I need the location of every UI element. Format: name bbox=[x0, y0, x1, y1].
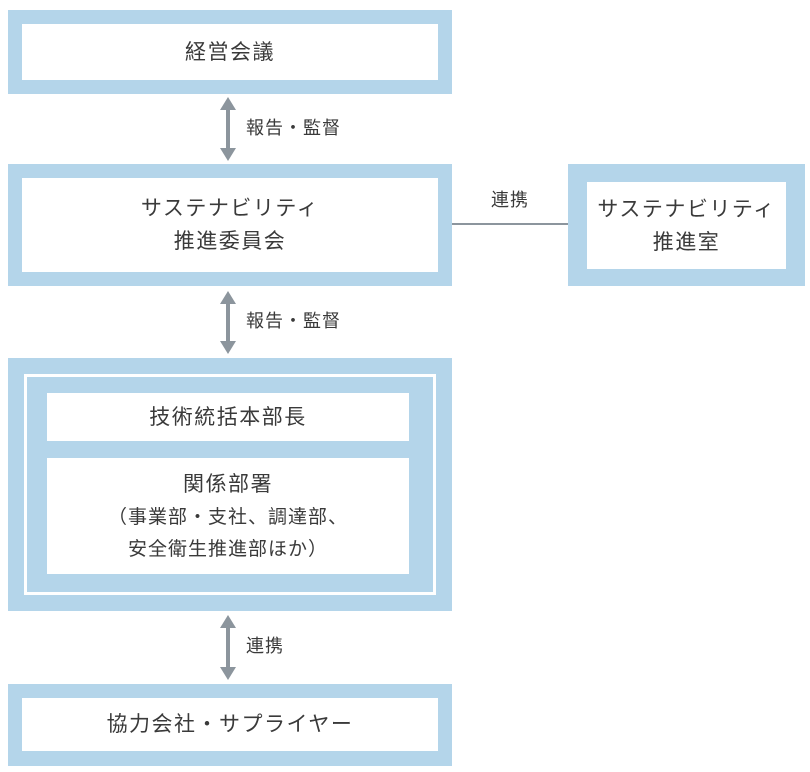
node-sustainability-committee-line1: サステナビリティ bbox=[140, 196, 320, 220]
node-sustainability-committee: サステナビリティ 推進委員会 bbox=[8, 164, 452, 286]
connector-label-report-supervision-2: 報告・監督 bbox=[246, 311, 341, 332]
arrow-shaft bbox=[226, 110, 230, 148]
division-group-frame bbox=[24, 374, 436, 595]
arrow-head-down bbox=[220, 148, 236, 161]
node-related-departments-title: 関係部署 bbox=[183, 471, 273, 496]
node-sustainability-office-line1: サステナビリティ bbox=[597, 196, 776, 221]
node-related-departments-detail1: （事業部・支社、調達部、 bbox=[107, 505, 348, 528]
node-management-meeting-label: 経営会議 bbox=[185, 39, 275, 64]
node-sustainability-committee-inner: サステナビリティ 推進委員会 bbox=[22, 178, 438, 272]
node-management-meeting-inner: 経営会議 bbox=[22, 24, 438, 80]
node-sustainability-office-inner: サステナビリティ 推進室 bbox=[587, 182, 786, 269]
connector-label-cooperation-horizontal: 連携 bbox=[491, 190, 529, 211]
arrow-head-up bbox=[220, 615, 236, 628]
node-technology-general-manager: 技術統括本部長 bbox=[47, 393, 409, 441]
arrow-shaft bbox=[226, 304, 230, 341]
arrow-shaft bbox=[226, 628, 230, 667]
node-sustainability-committee-line2: 推進委員会 bbox=[173, 229, 287, 253]
horizontal-connector-line bbox=[452, 223, 568, 225]
arrow-head-down bbox=[220, 667, 236, 680]
node-technology-general-manager-label: 技術統括本部長 bbox=[149, 404, 307, 429]
node-technology-division-group: 技術統括本部長 関係部署 （事業部・支社、調達部、 安全衛生推進部ほか） bbox=[8, 358, 452, 611]
node-related-departments: 関係部署 （事業部・支社、調達部、 安全衛生推進部ほか） bbox=[47, 458, 409, 574]
bidirectional-arrow-icon bbox=[220, 615, 236, 680]
node-sustainability-office-line2: 推進室 bbox=[652, 229, 721, 254]
arrow-head-down bbox=[220, 341, 236, 354]
bidirectional-arrow-icon bbox=[220, 97, 236, 161]
node-management-meeting: 経営会議 bbox=[8, 10, 452, 94]
node-sustainability-office: サステナビリティ 推進室 bbox=[568, 164, 805, 286]
node-related-departments-detail2: 安全衛生推進部ほか） bbox=[127, 537, 328, 560]
arrow-head-up bbox=[220, 291, 236, 304]
connector-label-cooperation-vertical: 連携 bbox=[246, 636, 284, 657]
connector-label-report-supervision-1: 報告・監督 bbox=[246, 118, 341, 139]
node-partners-suppliers-inner: 協力会社・サプライヤー bbox=[22, 698, 438, 751]
bidirectional-arrow-icon bbox=[220, 291, 236, 354]
arrow-head-up bbox=[220, 97, 236, 110]
node-partners-suppliers-label: 協力会社・サプライヤー bbox=[106, 712, 354, 736]
node-partners-suppliers: 協力会社・サプライヤー bbox=[8, 684, 452, 766]
